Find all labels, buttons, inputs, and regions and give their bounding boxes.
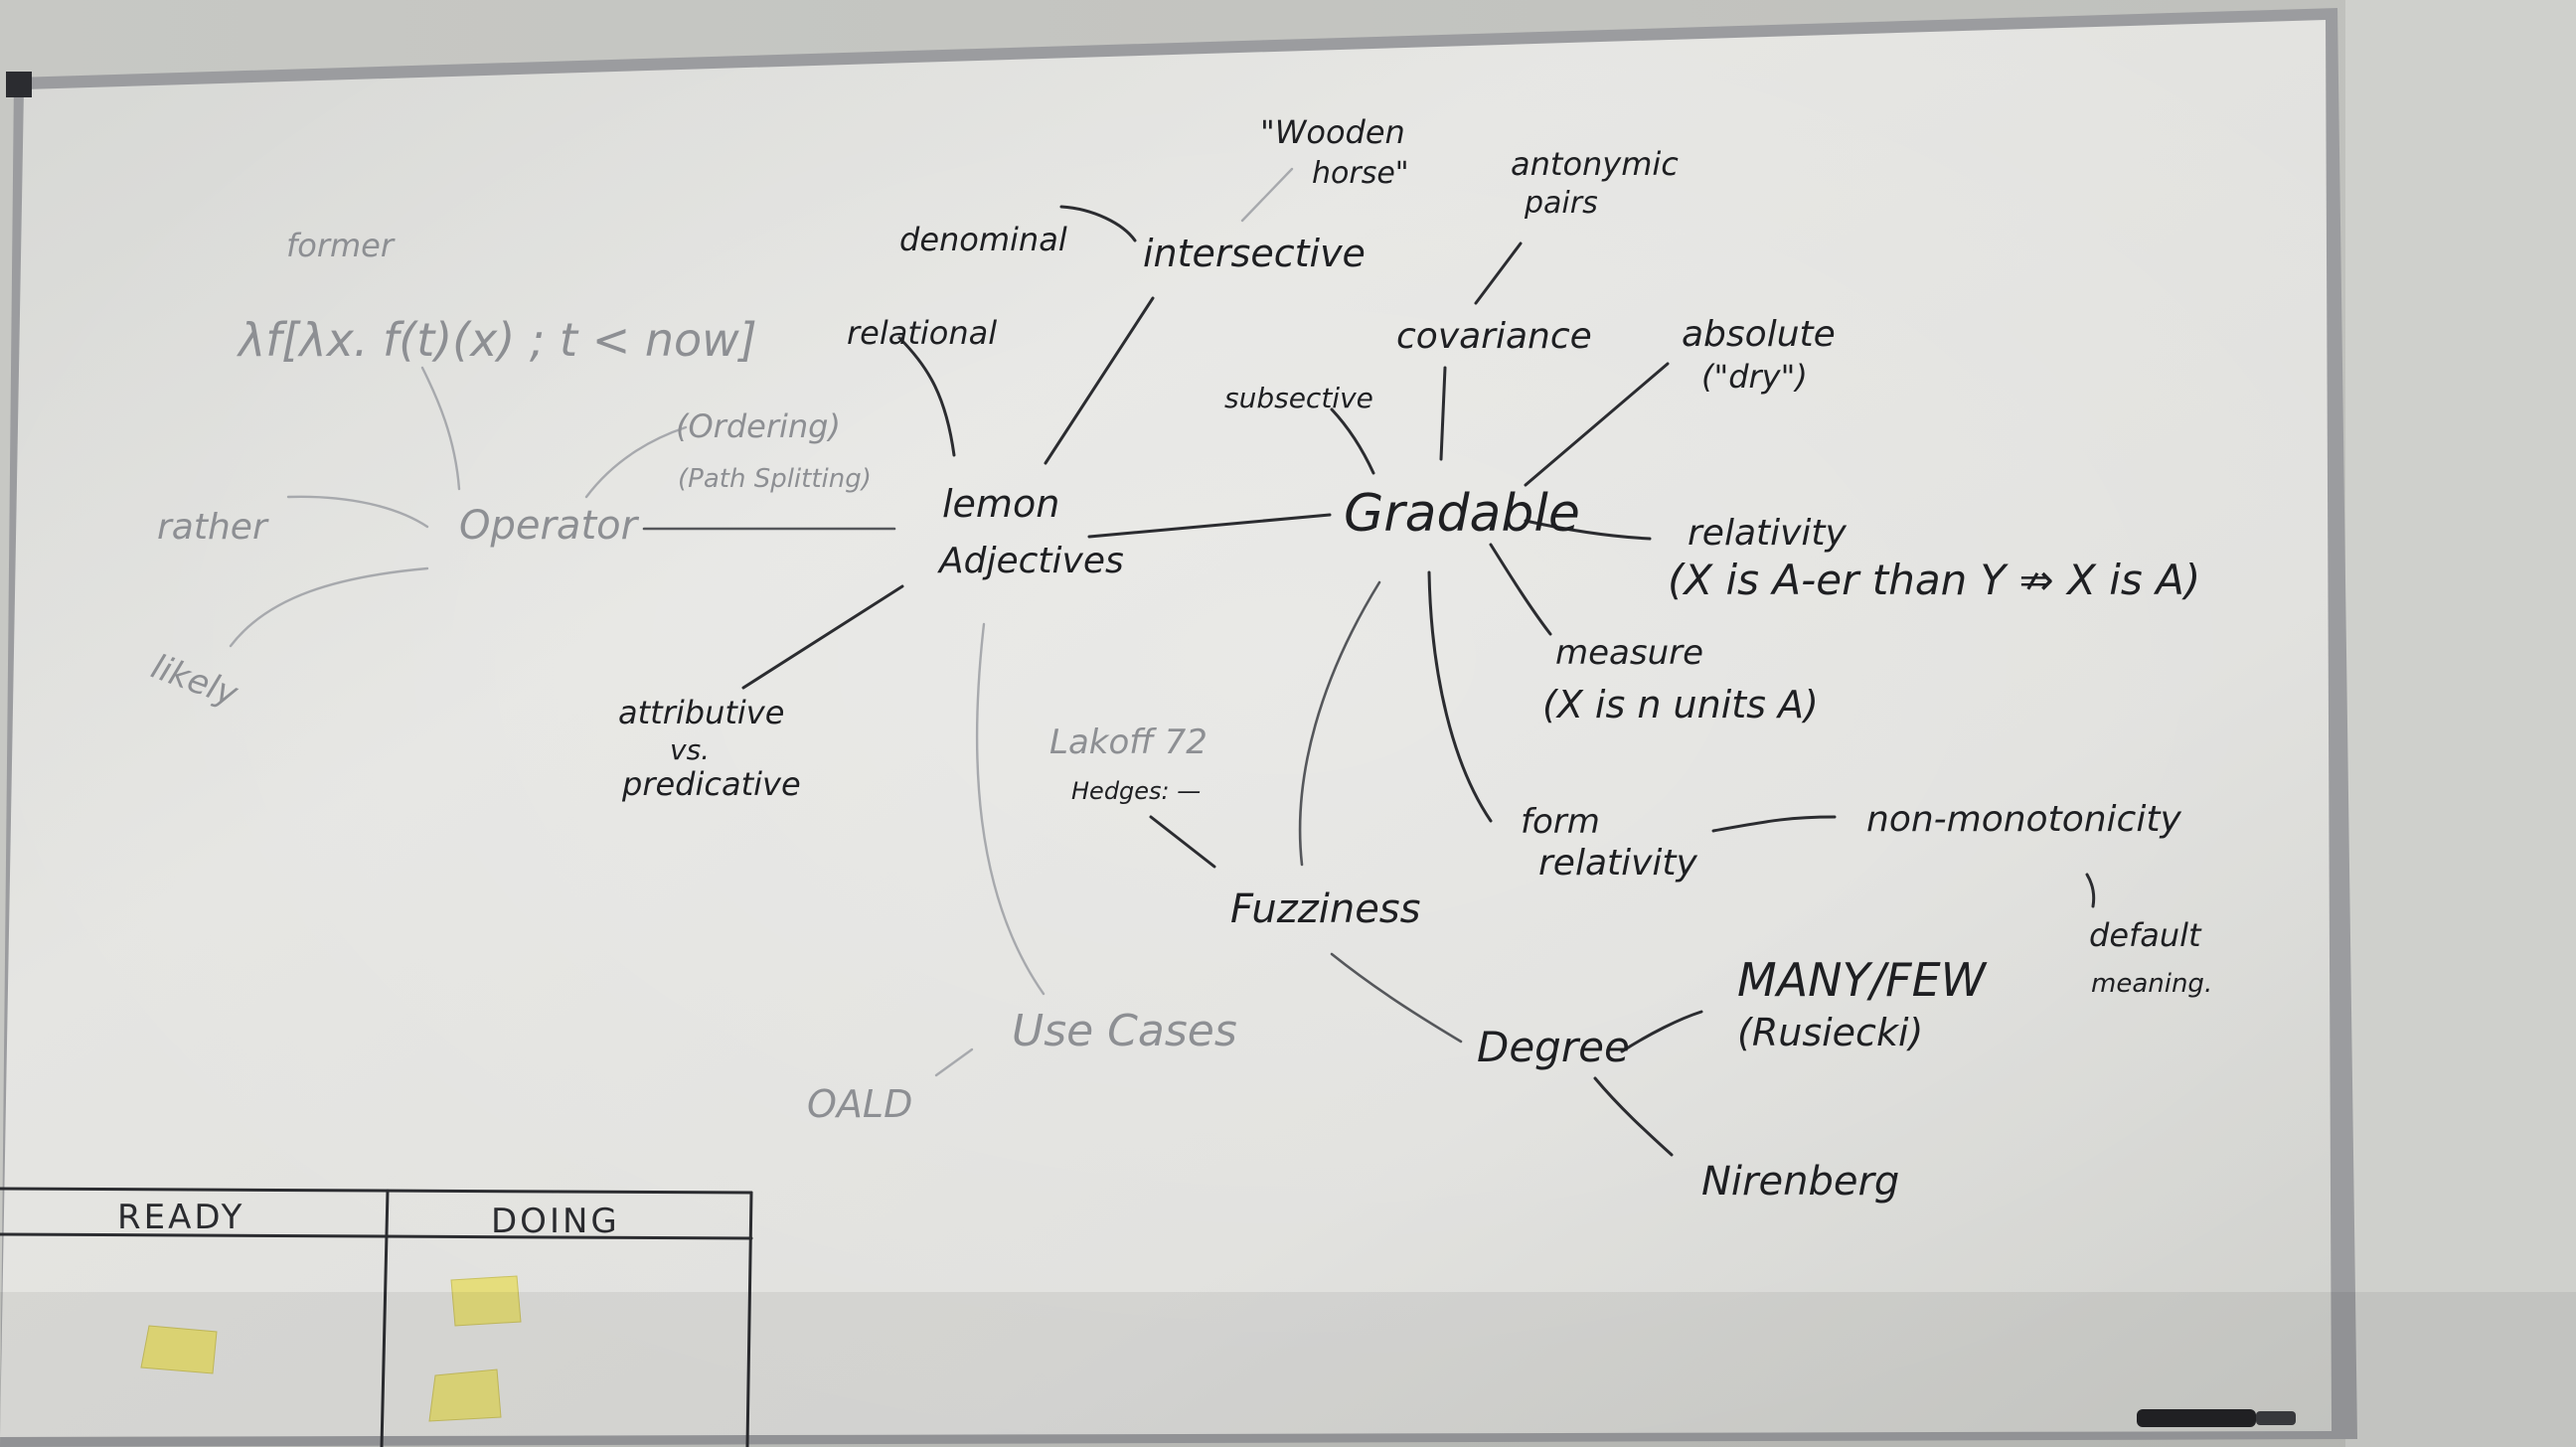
node-horse: horse" xyxy=(1312,156,1409,191)
line-lemon-gradable xyxy=(1087,513,1332,539)
node-use-cases: Use Cases xyxy=(1012,1006,1237,1056)
kanban-column-doing: DOING xyxy=(491,1202,620,1241)
node-intersective: intersective xyxy=(1143,232,1366,275)
wall-right xyxy=(2345,0,2576,1447)
node-measure-example: (X is n units A) xyxy=(1542,683,1819,726)
node-relativity: relativity xyxy=(1688,513,1848,554)
node-hedges: Hedges: — xyxy=(1071,777,1201,805)
line-gradable-fuzziness xyxy=(1298,580,1381,867)
node-relational: relational xyxy=(847,314,997,352)
node-form: form xyxy=(1521,802,1600,842)
line-degree-manyfew xyxy=(1620,1010,1703,1053)
sticky-note-doing-2[interactable] xyxy=(428,1368,502,1422)
kanban-board: READY DOING xyxy=(0,1187,753,1447)
line-form-nonmonotonicity xyxy=(1711,815,1837,833)
node-dry: ("dry") xyxy=(1701,358,1808,396)
kanban-right-edge xyxy=(745,1191,753,1447)
line-lemon-attributive xyxy=(741,584,904,690)
node-absolute: absolute xyxy=(1682,314,1836,355)
node-default: default xyxy=(2089,916,2202,954)
node-pairs: pairs xyxy=(1524,186,1598,221)
line-operator-likely xyxy=(229,566,429,648)
node-meaning: meaning. xyxy=(2091,969,2212,999)
node-fuzziness: Fuzziness xyxy=(1230,886,1420,932)
node-measure: measure xyxy=(1555,633,1703,673)
board-glare xyxy=(0,20,2332,1437)
node-former: former xyxy=(286,227,396,264)
node-rusiecki: (Rusiecki) xyxy=(1737,1011,1923,1054)
node-operator: Operator xyxy=(459,503,640,549)
node-formula: λf[λx. f(t)(x) ; t < now] xyxy=(236,313,757,367)
line-gradable-covariance xyxy=(1439,366,1447,461)
line-gradable-absolute xyxy=(1524,362,1670,487)
node-path-splitting: (Path Splitting) xyxy=(678,464,872,494)
node-degree: Degree xyxy=(1477,1023,1630,1071)
node-form-relativity: relativity xyxy=(1538,843,1698,884)
kanban-top-line xyxy=(0,1187,753,1195)
node-vs: vs. xyxy=(670,733,710,766)
line-operator-ordering xyxy=(584,425,688,499)
line-fuzziness-degree xyxy=(1330,952,1463,1044)
bottom-shade xyxy=(0,1292,2576,1447)
node-attributive: attributive xyxy=(618,694,784,731)
line-degree-nirenberg xyxy=(1593,1076,1674,1157)
node-denominal: denominal xyxy=(899,221,1067,258)
marker-cap xyxy=(2256,1411,2296,1425)
line-lemon-relational xyxy=(897,336,956,457)
kanban-column-ready: READY xyxy=(117,1198,244,1237)
mindmap-lines xyxy=(229,167,2096,1157)
line-gradable-relativity xyxy=(1524,519,1652,541)
line-gradable-measure xyxy=(1489,543,1552,636)
node-relativity-example: (X is A-er than Y ⇏ X is A) xyxy=(1668,556,2200,604)
node-wooden: "Wooden xyxy=(1260,113,1405,151)
node-nirenberg: Nirenberg xyxy=(1701,1159,1899,1205)
line-covariance-antonymic xyxy=(1474,241,1523,305)
node-many-few: MANY/FEW xyxy=(1737,953,1988,1007)
node-lakoff: Lakoff 72 xyxy=(1049,723,1208,762)
node-covariance: covariance xyxy=(1396,316,1592,357)
marker-on-tray xyxy=(2137,1409,2256,1427)
node-adjectives: Adjectives xyxy=(937,541,1124,581)
line-usecases-oald xyxy=(934,1047,974,1077)
node-antonymic: antonymic xyxy=(1511,145,1679,183)
node-oald: OALD xyxy=(807,1082,912,1126)
line-lemon-intersective xyxy=(1044,296,1155,465)
node-non-monotonicity: non-monotonicity xyxy=(1866,799,2181,840)
line-intersective-wooden xyxy=(1240,167,1294,223)
kanban-divider xyxy=(380,1189,390,1447)
line-operator-rather xyxy=(286,495,429,529)
line-operator-formula xyxy=(420,366,461,491)
line-intersective-denominal xyxy=(1059,205,1137,242)
line-gradable-subsective xyxy=(1330,407,1375,475)
line-lemon-usecases xyxy=(975,622,1046,996)
node-predicative: predicative xyxy=(621,765,801,803)
node-rather: rather xyxy=(157,507,269,548)
node-lemon: lemon xyxy=(942,482,1059,526)
node-subsective: subsective xyxy=(1224,382,1373,414)
line-fuzziness-lakoff xyxy=(1149,815,1216,869)
frame-corner xyxy=(6,72,32,97)
line-nonmonotonicity-default xyxy=(2085,873,2096,908)
node-ordering: (Ordering) xyxy=(676,407,841,445)
kanban-header-line xyxy=(0,1232,753,1240)
sticky-note-ready[interactable] xyxy=(140,1325,218,1374)
line-gradable-form xyxy=(1427,570,1493,823)
sticky-note-doing-1[interactable] xyxy=(450,1275,522,1327)
node-gradable: Gradable xyxy=(1344,484,1580,544)
